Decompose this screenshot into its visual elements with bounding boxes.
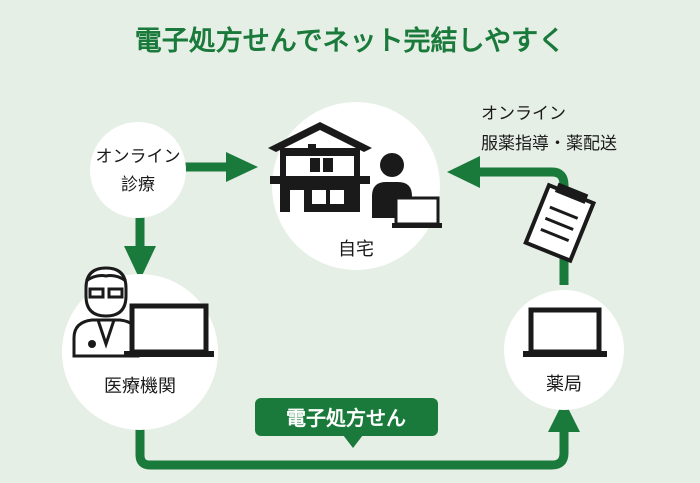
pharmacy-label: 薬局 — [546, 374, 582, 395]
online-guidance-label-line1: オンライン — [481, 104, 566, 124]
house-icon — [268, 122, 372, 212]
online-guidance-label-line2: 服薬指導・薬配送 — [481, 134, 617, 154]
arrow-head-consult-to-home — [226, 152, 258, 182]
person-laptop-icon — [372, 153, 442, 228]
online-consult-label-line1: オンライン — [96, 147, 181, 167]
prescription-badge-label: 電子処方せん — [286, 406, 406, 430]
arrow-head-consult-to-medical — [124, 246, 156, 280]
arrow-head-pharmacy-to-home — [447, 156, 480, 188]
medical-label: 医療機関 — [104, 376, 176, 397]
prescription-badge: 電子処方せん — [255, 398, 438, 448]
prescription-icon — [523, 182, 597, 264]
diagram-title: 電子処方せんでネット完結しやすく — [135, 25, 565, 57]
online-consult-node — [90, 122, 186, 218]
pharmacy-laptop-icon — [523, 307, 607, 357]
arrow-head-medical-to-pharmacy — [548, 400, 580, 432]
online-consult-label-line2: 診療 — [121, 175, 155, 195]
laptop-icon — [124, 303, 214, 357]
arrow-medical-to-pharmacy — [135, 425, 569, 470]
home-label: 自宅 — [338, 239, 374, 260]
doctor-icon — [72, 266, 140, 358]
